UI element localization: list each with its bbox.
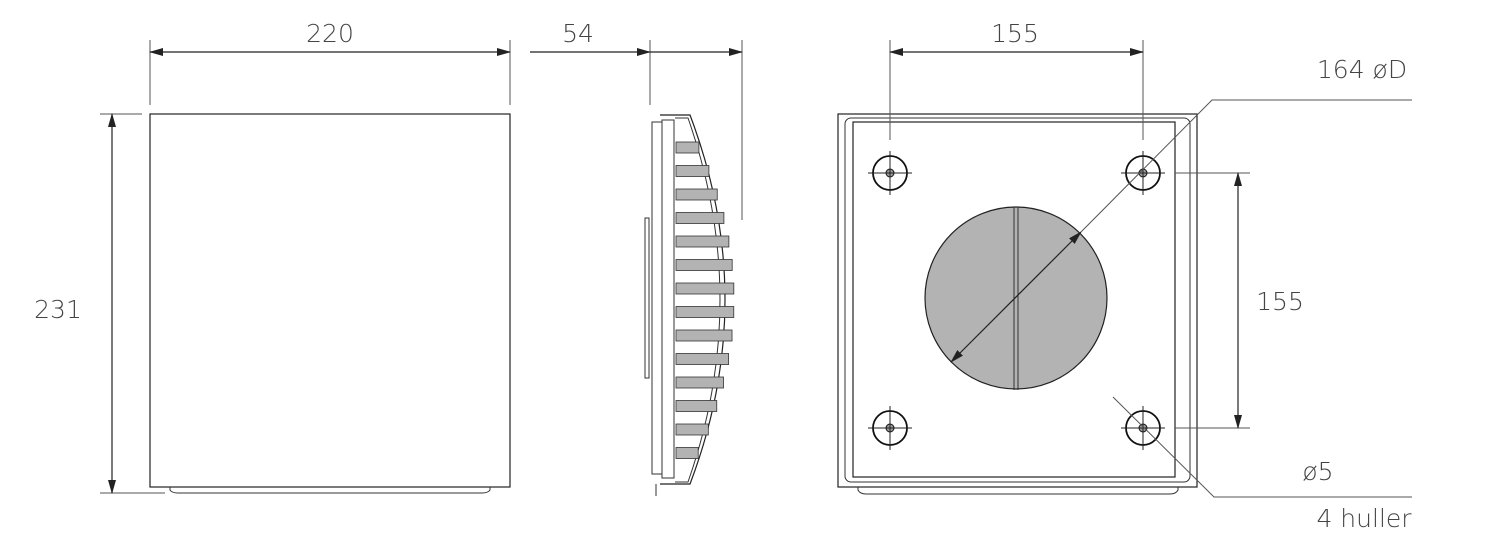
hole-count-label: 4 huller — [1316, 504, 1412, 533]
louvre-slat — [675, 235, 730, 248]
front-bottom-lip — [169, 487, 491, 494]
horizontal-hole-spacing-label: 155 — [991, 19, 1039, 48]
vertical-hole-spacing-label: 155 — [1256, 287, 1304, 316]
louvre-slat — [675, 165, 710, 177]
louvre-slat — [675, 212, 725, 224]
louvre-slat — [675, 376, 724, 389]
hole-diameter-label: ø5 — [1302, 457, 1333, 486]
mounting-hole — [868, 406, 912, 450]
louvre-slat — [675, 259, 733, 271]
front-view: 220 231 — [34, 19, 511, 494]
hole-leader-line — [1112, 396, 1412, 498]
back-view: 155 155 164 øD ø5 4 huller — [837, 19, 1412, 533]
louvre-slat — [675, 400, 718, 412]
duct-diameter-label: 164 øD — [1317, 55, 1407, 84]
louvre-slat — [675, 188, 718, 201]
side-mount-plate — [644, 217, 650, 379]
side-view: 54 — [530, 19, 743, 496]
mounting-hole — [1121, 151, 1165, 195]
front-panel — [149, 113, 511, 488]
depth-dimension-label: 54 — [562, 19, 594, 48]
mounting-hole — [868, 151, 912, 195]
side-louvres — [675, 141, 735, 459]
height-dimension-label: 231 — [34, 295, 82, 324]
back-plate — [852, 121, 1176, 478]
duct-diameter-line — [950, 231, 1082, 363]
louvre-slat — [675, 447, 699, 459]
louvre-slat — [675, 306, 735, 318]
louvre-slat — [675, 423, 709, 436]
louvre-slat — [675, 282, 735, 295]
mounting-hole — [1121, 406, 1165, 450]
back-outer-frame — [837, 113, 1198, 488]
louvre-slat — [675, 329, 733, 342]
side-curved-face — [660, 114, 726, 485]
width-dimension-label: 220 — [306, 19, 354, 48]
louvre-slat — [675, 353, 730, 365]
louvre-slat — [675, 141, 700, 154]
duct-opening — [924, 206, 1108, 390]
